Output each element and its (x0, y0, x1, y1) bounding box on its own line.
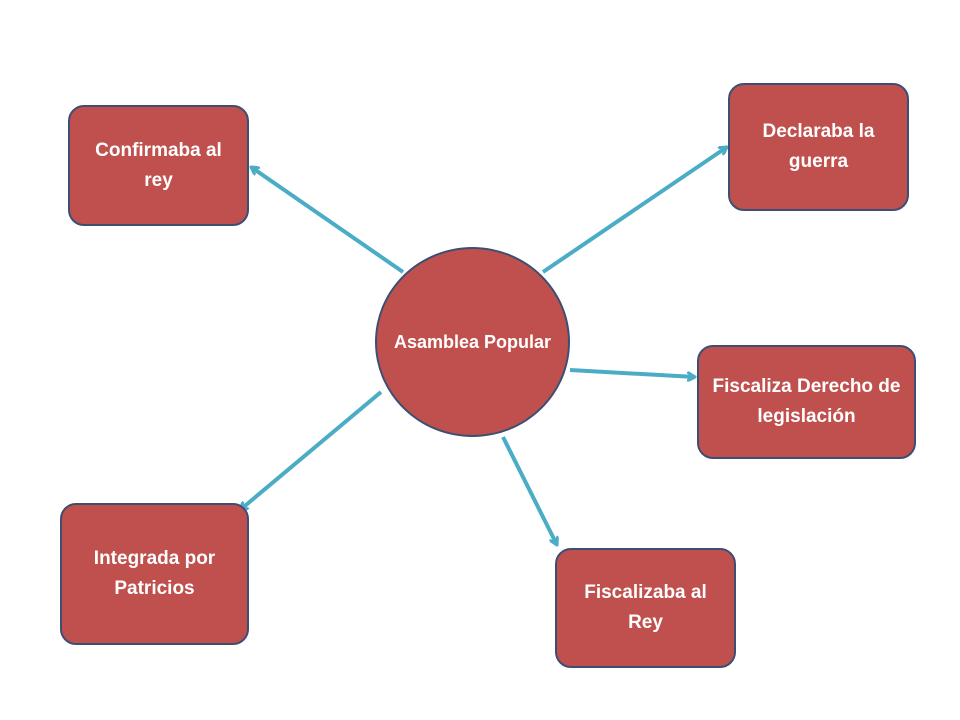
arrow-to-fiscaliza-derecho (569, 368, 695, 377)
node-confirmaba: Confirmaba al rey (68, 105, 249, 226)
node-confirmaba-label: Confirmaba al rey (95, 139, 222, 191)
arrow-to-fiscalizaba-rey (501, 436, 557, 545)
node-integrada: Integrada por Patricios (60, 503, 249, 645)
center-node-label: Asamblea Popular (393, 331, 552, 352)
node-fiscalizaba-rey: Fiscalizaba al Rey (555, 548, 736, 668)
arrow-to-integrada (240, 390, 383, 512)
arrow-to-declaraba (541, 145, 727, 274)
node-fiscalizaba-rey-label: Fiscalizaba al Rey (584, 582, 707, 633)
node-declaraba-label: Declaraba la guerra (762, 121, 875, 172)
node-fiscaliza-derecho-label: Fiscaliza Derecho de legislación (712, 376, 901, 427)
center-node-asamblea-popular: Asamblea Popular (375, 247, 570, 437)
node-integrada-label: Integrada por Patricios (93, 548, 216, 599)
node-fiscaliza-derecho: Fiscaliza Derecho de legislación (697, 345, 916, 459)
arrow-to-confirmaba (251, 165, 405, 274)
node-declaraba: Declaraba la guerra (728, 83, 909, 211)
